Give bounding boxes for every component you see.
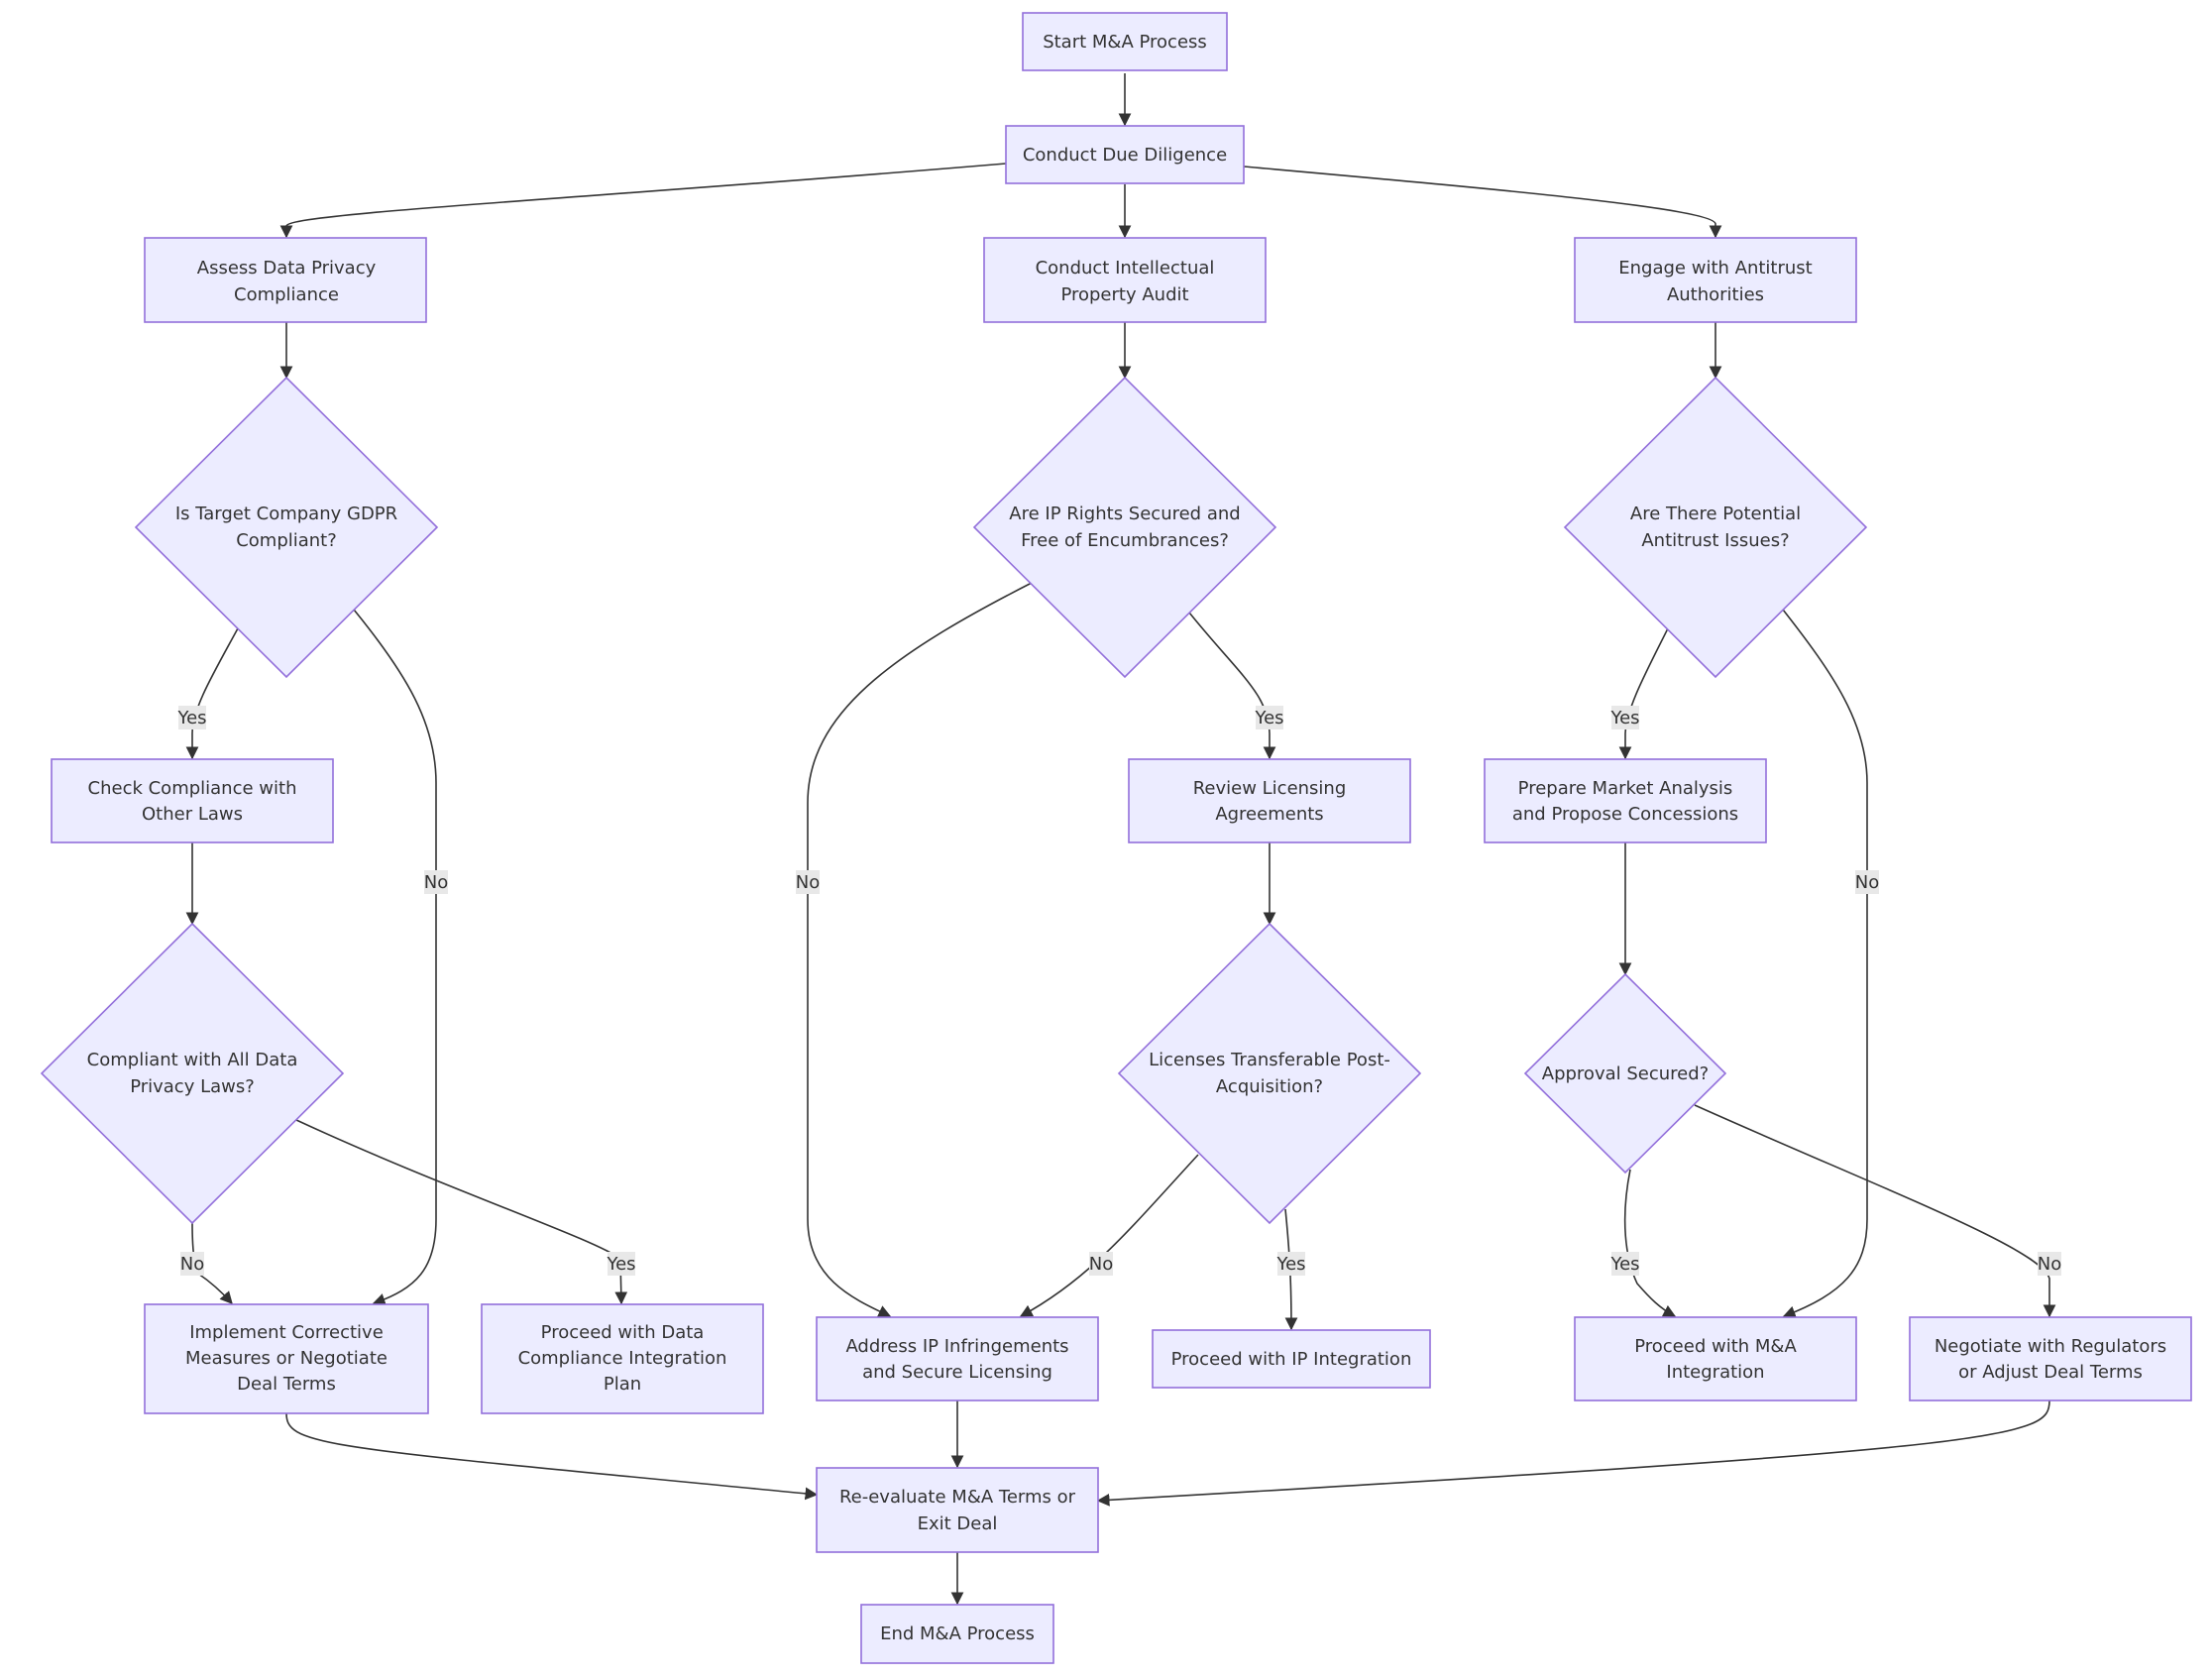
edge-label-gdpr-yes: Yes [176, 706, 207, 729]
edge-corrective-reevaluate [285, 1412, 819, 1501]
edge-due-diligence-antitrust [1243, 166, 1722, 239]
svg-text:Yes: Yes [176, 708, 206, 728]
edge-ip-q-address-ip [807, 582, 1033, 1317]
edge-gdpr-q-other-laws [185, 627, 239, 760]
svg-text:No: No [1855, 872, 1879, 893]
edge-label-approval-no: No [2038, 1252, 2061, 1276]
node-approval-question: Approval Secured? [1523, 972, 1727, 1175]
node-end: End M&A Process [860, 1604, 1054, 1664]
svg-text:Yes: Yes [1275, 1254, 1305, 1275]
edge-label-laws-no: No [180, 1252, 204, 1276]
svg-text:No: No [180, 1254, 204, 1275]
svg-text:Licenses Transferable Post-Acq: Licenses Transferable Post-Acquisition? [1149, 1050, 1390, 1097]
svg-text:Conduct Due Diligence: Conduct Due Diligence [1023, 145, 1227, 166]
svg-text:Approval Secured?: Approval Secured? [1542, 1063, 1709, 1084]
svg-text:End M&A Process: End M&A Process [880, 1623, 1035, 1644]
edge-antitrust-q-ma-integration [1782, 609, 1868, 1318]
svg-text:No: No [424, 872, 448, 893]
node-start: Start M&A Process [1022, 12, 1228, 71]
edge-due-diligence-assess-privacy [279, 163, 1007, 239]
svg-text:Yes: Yes [606, 1254, 635, 1275]
edge-negotiate-reevaluate [1096, 1399, 2050, 1507]
edge-approval-q-ma-integration [1623, 1169, 1677, 1317]
edge-lic-q-address-ip [1019, 1154, 1199, 1317]
edge-label-ip-yes: Yes [1254, 706, 1284, 729]
edge-gdpr-q-corrective [353, 609, 437, 1306]
edge-label-lic-no: No [1089, 1252, 1113, 1276]
node-licenses-question: Licenses Transferable Post-Acquisition? [1117, 922, 1422, 1225]
svg-text:Proceed with IP Integration: Proceed with IP Integration [1171, 1349, 1412, 1370]
svg-text:Yes: Yes [1609, 708, 1639, 728]
edge-approval-q-negotiate [1694, 1104, 2056, 1318]
edge-labels: Yes No No Yes Yes No No Yes [176, 706, 2061, 1276]
edge-label-lic-yes: Yes [1275, 1252, 1306, 1276]
svg-text:Yes: Yes [1609, 1254, 1639, 1275]
edge-label-laws-yes: Yes [606, 1252, 636, 1276]
node-due-diligence: Conduct Due Diligence [1005, 125, 1245, 184]
edge-label-approval-yes: Yes [1609, 1252, 1640, 1276]
nodes: Start M&A Process Conduct Due Diligence … [40, 12, 2192, 1664]
svg-text:No: No [1089, 1254, 1113, 1275]
svg-text:No: No [2038, 1254, 2061, 1275]
edge-label-antitrust-no: No [1855, 870, 1879, 894]
edge-label-antitrust-yes: Yes [1609, 706, 1640, 729]
edge-all-laws-q-data-plan [295, 1119, 628, 1305]
edge-label-ip-no: No [796, 870, 820, 894]
svg-text:No: No [796, 872, 820, 893]
svg-text:Start M&A Process: Start M&A Process [1043, 32, 1207, 53]
edge-label-gdpr-no: No [424, 870, 448, 894]
svg-text:Yes: Yes [1254, 708, 1283, 728]
edge-ip-q-review-lic [1188, 612, 1276, 760]
edge-antitrust-q-market [1618, 627, 1669, 760]
node-ip-integration: Proceed with IP Integration [1152, 1329, 1431, 1389]
